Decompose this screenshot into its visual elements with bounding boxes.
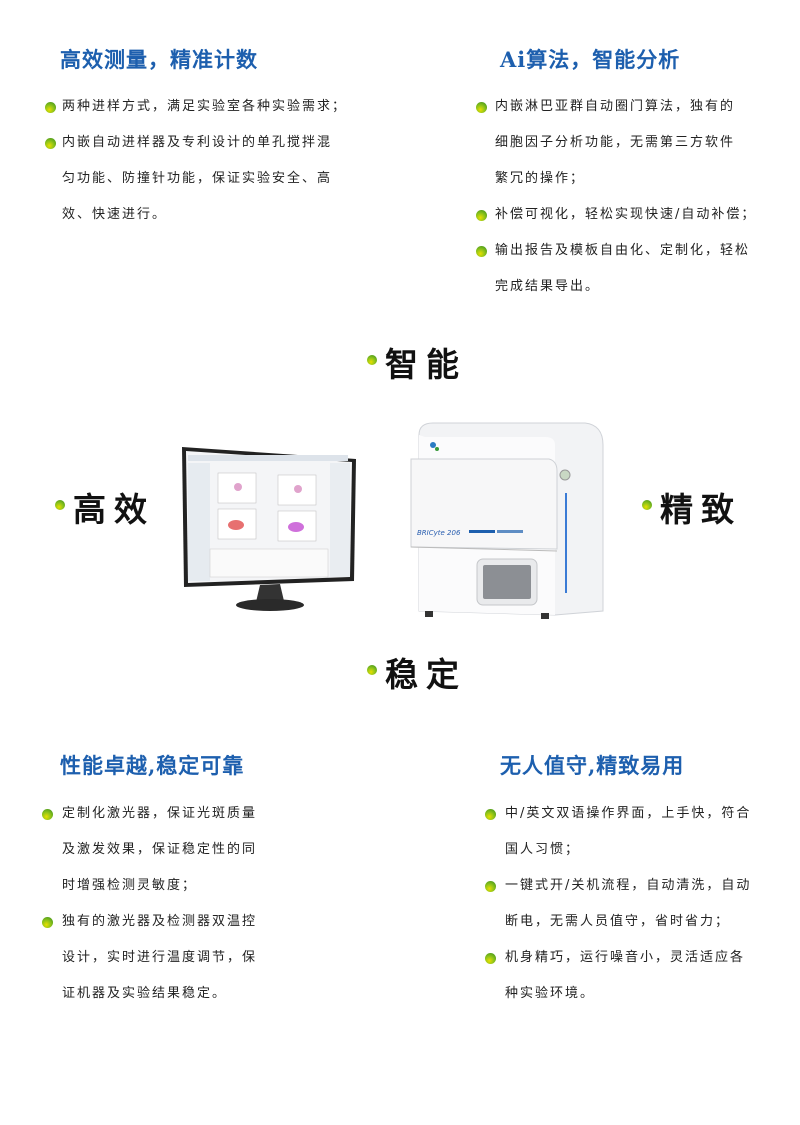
bullet-dot-icon: [485, 809, 496, 820]
bullet-text-line: 独有的激光器及检测器双温控: [62, 914, 258, 929]
model-label: BRICyte 206: [417, 529, 461, 537]
monitor-image: [182, 447, 356, 611]
bullet-text-line: 内嵌自动进样器及专利设计的单孔搅拌混: [62, 135, 333, 150]
label-efficient: 高效: [73, 490, 155, 529]
section-title: 高效测量，精准计数: [60, 47, 258, 72]
section-title: Ai算法，智能分析: [500, 47, 681, 72]
bullet-text-line: 中/英文双语操作界面，上手快，符合: [505, 806, 752, 821]
bullet-text-line: 繁冗的操作；: [495, 171, 586, 186]
bullet-text-line: 一键式开/关机流程，自动清洗，自动: [505, 878, 752, 893]
bullet-dot-icon: [485, 881, 496, 892]
label-smart: 智能: [385, 345, 467, 384]
label-stable: 稳定: [385, 655, 467, 694]
bullet-text-line: 细胞因子分析功能，无需第三方软件: [495, 135, 736, 150]
bullet-dot-icon: [45, 138, 56, 149]
bullet-dot-icon: [55, 500, 65, 510]
bullet-dot-icon: [642, 500, 652, 510]
bullet-dot-icon: [485, 953, 496, 964]
bullet-text-line: 完成结果导出。: [495, 279, 601, 294]
bullet-text-line: 种实验环境。: [505, 986, 596, 1001]
bullet-dot-icon: [367, 665, 377, 675]
bullet-text-line: 补偿可视化，轻松实现快速/自动补偿；: [495, 207, 757, 222]
bullet-dot-icon: [367, 355, 377, 365]
bullet-dot-icon: [42, 917, 53, 928]
bullet-text-line: 国人习惯；: [505, 842, 581, 857]
section-title: 无人值守,精致易用: [500, 753, 685, 778]
bullet-dot-icon: [476, 102, 487, 113]
bullet-text-line: 两种进样方式，满足实验室各种实验需求；: [62, 99, 348, 114]
bullet-text-line: 证机器及实验结果稳定。: [62, 986, 228, 1001]
bullet-text-line: 设计，实时进行温度调节，保: [62, 950, 258, 965]
bullet-text-line: 匀功能、防撞针功能，保证实验安全、高: [62, 171, 333, 186]
bullet-text-line: 效、快速进行。: [62, 207, 168, 222]
section-title: 性能卓越,稳定可靠: [60, 753, 245, 778]
bullet-text-line: 内嵌淋巴亚群自动圈门算法，独有的: [495, 99, 736, 114]
bullet-dot-icon: [45, 102, 56, 113]
bullet-text-line: 输出报告及模板自由化、定制化，轻松: [495, 243, 751, 258]
label-refined: 精致: [660, 490, 742, 529]
bullet-dot-icon: [42, 809, 53, 820]
bullet-text-line: 机身精巧，运行噪音小，灵活适应各: [505, 950, 746, 965]
bullet-text-line: 断电，无需人员值守，省时省力；: [505, 914, 731, 929]
bullet-text-line: 及激发效果，保证稳定性的同: [62, 842, 258, 857]
bullet-text-line: 时增强检测灵敏度；: [62, 878, 198, 893]
bullet-dot-icon: [476, 210, 487, 221]
flow-cytometer-image: BRICyte 206: [410, 422, 604, 619]
bullet-dot-icon: [476, 246, 487, 257]
bullet-text-line: 定制化激光器，保证光斑质量: [62, 806, 258, 821]
